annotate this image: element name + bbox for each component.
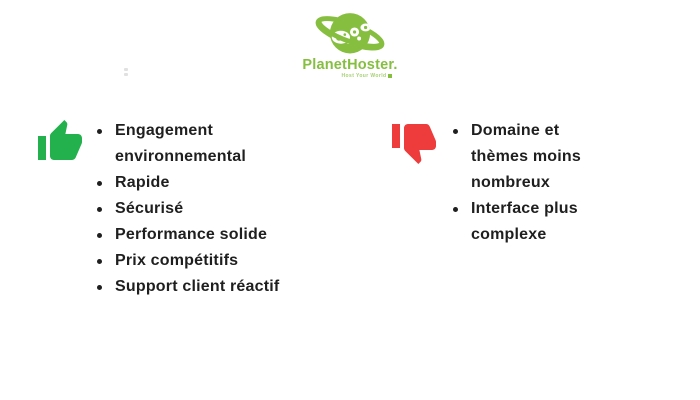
list-item: Sécurisé	[90, 196, 302, 222]
stray-artifact	[124, 68, 128, 77]
list-item: Domaine et thèmes moins nombreux	[446, 118, 618, 196]
list-item: Support client réactif	[90, 274, 302, 300]
list-item: Performance solide	[90, 222, 302, 248]
list-item: Interface plus complexe	[446, 196, 618, 248]
list-item: Prix compétitifs	[90, 248, 302, 274]
brand-tagline: Host Your World	[341, 73, 387, 79]
planet-with-ring-icon	[311, 6, 389, 56]
thumbs-down-icon	[390, 118, 438, 166]
brand-name: PlanetHoster.	[302, 57, 398, 73]
thumbs-up-icon	[36, 118, 84, 166]
list-item: Rapide	[90, 170, 302, 196]
planethoster-logo: PlanetHoster. Host Your World	[0, 6, 700, 79]
brand-tagline-row: Host Your World	[342, 73, 393, 79]
tagline-square-mark	[388, 74, 393, 78]
list-item: Engagement environnemental	[90, 118, 302, 170]
